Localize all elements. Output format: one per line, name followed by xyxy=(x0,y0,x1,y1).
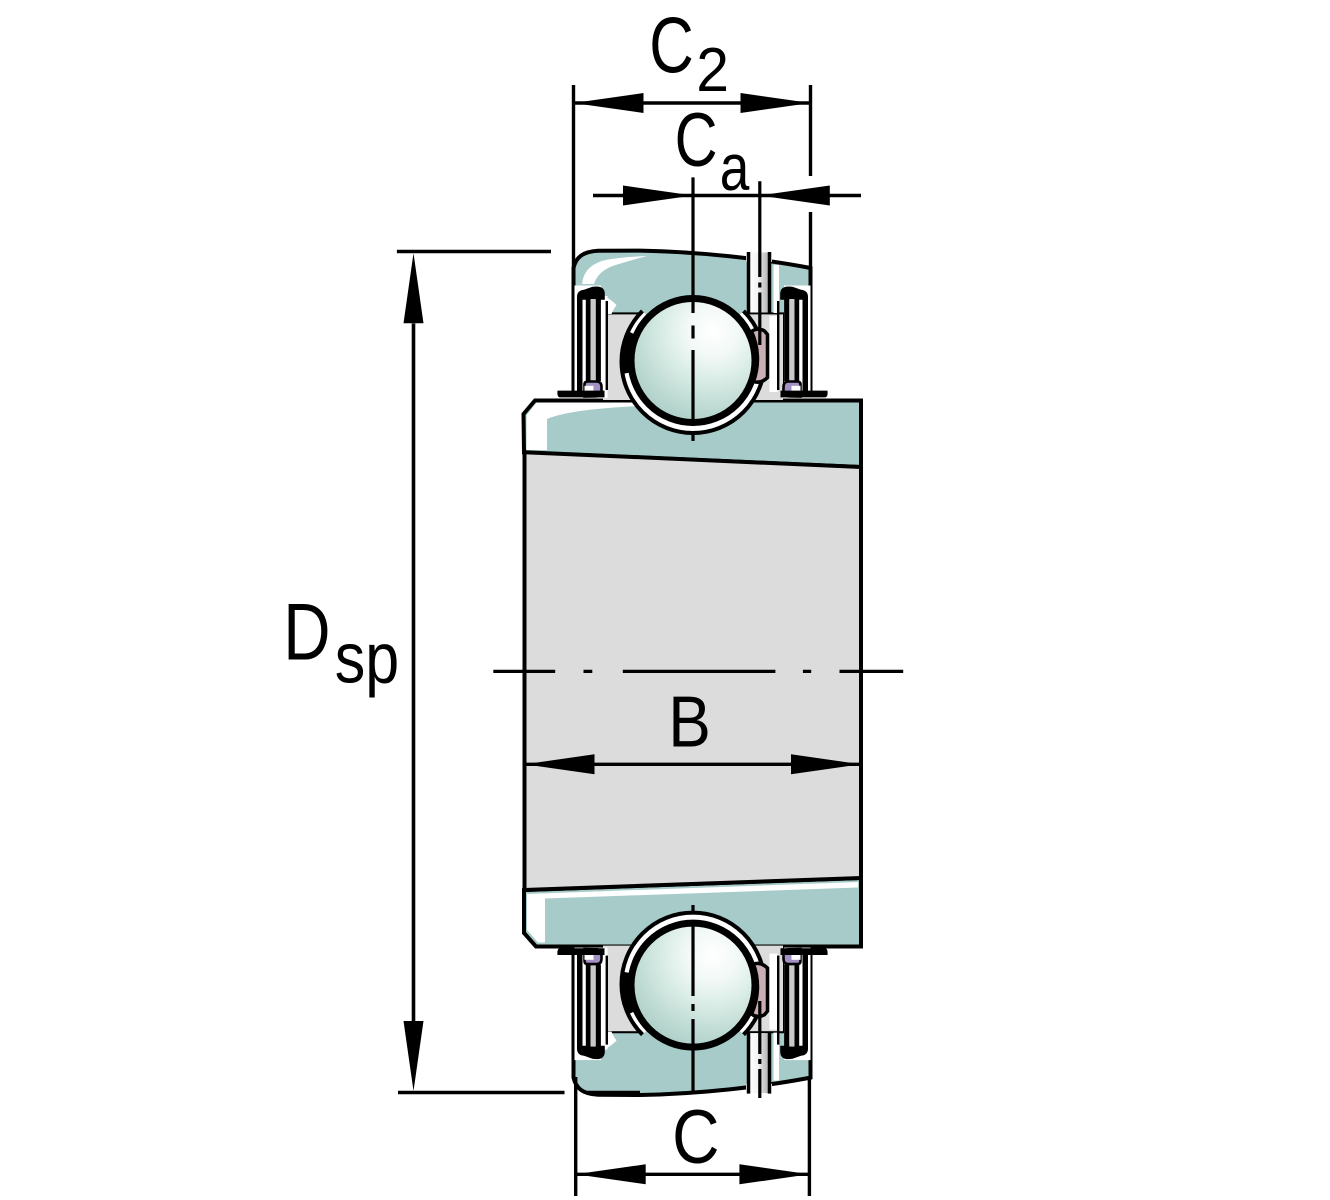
svg-text:sp: sp xyxy=(335,619,399,699)
svg-text:B: B xyxy=(668,682,711,763)
svg-text:2: 2 xyxy=(696,34,729,104)
svg-text:C: C xyxy=(672,1096,719,1181)
svg-text:C: C xyxy=(649,2,693,90)
svg-text:C: C xyxy=(675,97,718,183)
svg-text:D: D xyxy=(283,587,330,677)
svg-text:a: a xyxy=(720,131,750,205)
